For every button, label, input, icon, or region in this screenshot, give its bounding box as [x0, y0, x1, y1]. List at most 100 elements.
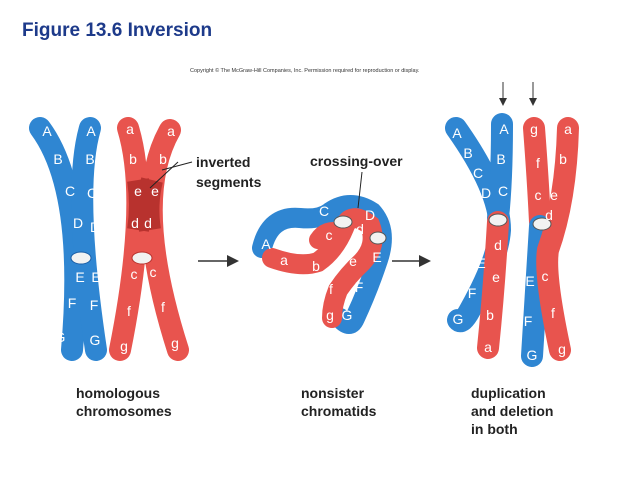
caption-nonsister: nonsister chromatids	[301, 385, 377, 419]
blue-gene-label: C	[319, 203, 329, 219]
blue-right-gene-label: E	[91, 269, 100, 285]
figure-title: Figure 13.6 Inversion	[22, 20, 213, 41]
chromatid-3-red	[523, 117, 551, 233]
red-gene-label: g	[326, 307, 334, 323]
red-left-gene-label: f	[127, 303, 131, 319]
centromere	[131, 251, 153, 265]
red-gene-label: c	[326, 227, 333, 243]
blue-gene-label: G	[342, 307, 353, 323]
blue-left-gene-label: C	[65, 183, 75, 199]
red-right-gene-label: g	[171, 335, 179, 351]
crossing-over-pointer	[357, 171, 363, 209]
red-gene-label: f	[329, 281, 333, 297]
chr1-gene-label: F	[468, 285, 477, 301]
centromere	[70, 251, 92, 265]
red-left-gene-label: c	[131, 266, 138, 282]
red-right-gene-label: f	[161, 299, 165, 315]
chr1-gene-label: A	[452, 125, 462, 141]
chr2-gene-label: a	[484, 339, 492, 355]
chr3-gene-label: G	[527, 347, 538, 363]
caption-homologous: homologous chromosomes	[76, 385, 172, 419]
blue-right-gene-label: F	[90, 297, 99, 313]
chr4-gene-label: c	[542, 268, 549, 284]
blue-gene-label: A	[261, 236, 271, 252]
chr2-gene-label: C	[498, 183, 508, 199]
centromere	[333, 215, 353, 229]
chr2-gene-label: A	[499, 121, 509, 137]
blue-right-gene-label: B	[85, 151, 94, 167]
chr4-gene-label: a	[564, 121, 572, 137]
chr3-gene-label: c	[535, 187, 542, 203]
callout-line-bottom	[149, 161, 179, 189]
chr2-gene-label: e	[492, 269, 500, 285]
red-right-gene-label: d	[144, 215, 152, 231]
red-left-gene-label: g	[120, 338, 128, 354]
red-left-gene-label: d	[131, 215, 139, 231]
chr3-gene-label: E	[525, 273, 534, 289]
red-gene-label: b	[312, 258, 320, 274]
blue-left-gene-label: B	[53, 151, 62, 167]
caption-duplication: duplication and deletion in both	[471, 385, 554, 437]
chr2-gene-label: b	[486, 307, 494, 323]
blue-chromatid-left	[29, 117, 87, 361]
blue-left-gene-label: D	[73, 215, 83, 231]
blue-left-gene-label: F	[68, 295, 77, 311]
copyright-notice: Copyright © The McGraw-Hill Companies, I…	[190, 68, 420, 74]
red-gene-label: e	[349, 253, 357, 269]
blue-left-gene-label: A	[42, 123, 52, 139]
chr1-gene-label: E	[476, 255, 485, 271]
blue-right-gene-label: C	[87, 185, 97, 201]
chr3-gene-label: F	[524, 313, 533, 329]
inverted-segment-right	[137, 177, 163, 232]
red-gene-label: a	[280, 252, 288, 268]
red-loop	[262, 208, 383, 328]
chr1-gene-label: D	[481, 185, 491, 201]
callout-line-top	[161, 161, 193, 171]
red-loop-inner	[309, 222, 349, 249]
red-right-gene-label: a	[167, 123, 175, 139]
blue-chromatid-right	[71, 117, 107, 361]
chr4-gene-label: b	[559, 151, 567, 167]
red-right-gene-label: b	[159, 151, 167, 167]
blue-loop	[252, 195, 392, 334]
blue-gene-label: B	[296, 230, 305, 246]
chr1-gene-label: C	[473, 165, 483, 181]
red-gene-label: d	[356, 221, 364, 237]
chromatid-2-red	[477, 211, 509, 359]
blue-right-gene-label: D	[90, 219, 100, 235]
chr3-gene-label: f	[536, 155, 540, 171]
blue-gene-label: D	[365, 207, 375, 223]
blue-gene-label: F	[355, 279, 364, 295]
centromere	[488, 213, 508, 227]
centromere	[532, 217, 552, 231]
blue-left-gene-label: E	[75, 269, 84, 285]
chr2-gene-label: B	[496, 151, 505, 167]
chromatid-2	[487, 113, 513, 229]
chr4-gene-label: e	[550, 187, 558, 203]
blue-left-gene-label: G	[55, 329, 66, 345]
red-right-gene-label: c	[150, 264, 157, 280]
chr3-gene-label: d	[545, 207, 553, 223]
blue-right-gene-label: A	[86, 123, 96, 139]
crossing-over-callout: crossing-over	[310, 153, 403, 169]
chr1-gene-label: G	[453, 311, 464, 327]
blue-gene-label: E	[372, 249, 381, 265]
chr2-gene-label: d	[494, 237, 502, 253]
blue-right-gene-label: G	[90, 332, 101, 348]
chromatid-4	[536, 117, 579, 361]
centromere	[369, 231, 387, 245]
red-left-gene-label: b	[129, 151, 137, 167]
red-left-gene-label: a	[126, 121, 134, 137]
red-left-gene-label: e	[134, 183, 142, 199]
chr1-gene-label: B	[463, 145, 472, 161]
chr4-gene-label: f	[551, 305, 555, 321]
chr4-gene-label: g	[558, 341, 566, 357]
chromatid-3-blue	[521, 215, 551, 367]
chr3-gene-label: g	[530, 121, 538, 137]
red-right-gene-label: e	[151, 183, 159, 199]
